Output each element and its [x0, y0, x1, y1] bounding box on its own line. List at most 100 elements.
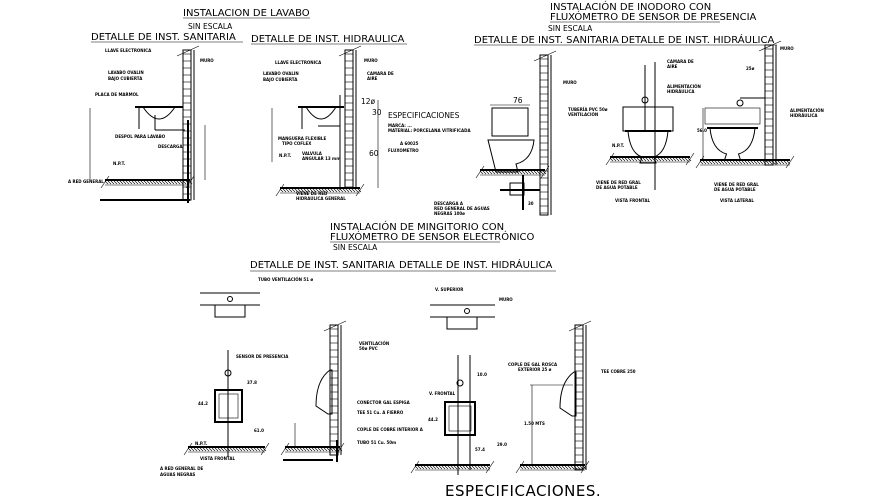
- inodoro-hidraulica-heading: DETALLE DE INST. HIDRÁULICA: [621, 33, 774, 46]
- floor-hatch: [471, 465, 476, 470]
- floor-hatch: [235, 447, 240, 452]
- floor-hatch: [738, 160, 743, 165]
- floor-hatch: [503, 170, 508, 175]
- floor-hatch: [549, 465, 554, 470]
- floor-hatch: [684, 157, 689, 162]
- floor-hatch: [486, 465, 491, 470]
- floor-hatch: [639, 157, 644, 162]
- floor-hatch: [533, 170, 538, 175]
- floor-hatch: [214, 447, 219, 452]
- dimension: 60: [369, 149, 379, 158]
- floor-hatch: [453, 465, 458, 470]
- specs-title: ESPECIFICACIONES: [388, 111, 460, 120]
- floor-hatch: [167, 180, 172, 185]
- floor-hatch: [149, 180, 154, 185]
- floor-hatch: [491, 170, 496, 175]
- urinal: [444, 401, 476, 436]
- floor-hatch: [354, 188, 359, 193]
- floor-hatch: [780, 160, 785, 165]
- floor-hatch: [447, 465, 452, 470]
- floor-hatch: [462, 465, 467, 470]
- floor-hatch: [241, 447, 246, 452]
- floor-hatch: [426, 465, 431, 470]
- label: HIDRÁULICA: [790, 113, 818, 118]
- floor-hatch: [229, 447, 234, 452]
- floor-hatch: [579, 465, 584, 470]
- label: LAVABO OVALIN: [263, 71, 299, 76]
- floor-hatch: [681, 157, 686, 162]
- floor-hatch: [468, 465, 473, 470]
- toilet-tank: [491, 107, 529, 137]
- break-line: [100, 175, 110, 189]
- break-line: [355, 183, 365, 197]
- floor-hatch: [756, 160, 761, 165]
- label: N.P.T.: [195, 441, 208, 446]
- label: AGUAS NEGRAS: [160, 472, 195, 477]
- floor-hatch: [291, 188, 296, 193]
- break-line: [515, 460, 525, 474]
- floor-hatch: [320, 447, 325, 452]
- floor-hatch: [294, 188, 299, 193]
- lavabo-title: INSTALACION DE LAVABO: [183, 8, 310, 19]
- label: VIENE DE RED: [296, 191, 328, 196]
- dimension: 61.0: [254, 428, 264, 433]
- floor-hatch: [345, 188, 350, 193]
- label: BAJO CUBIERTA: [263, 77, 298, 82]
- urinal-side: [315, 369, 333, 415]
- floor-hatch: [642, 157, 647, 162]
- floor-hatch: [521, 170, 526, 175]
- floor-hatch: [311, 447, 316, 452]
- label: COPLE DE COBRE INTERIOR A: [357, 427, 424, 432]
- floor-hatch: [196, 447, 201, 452]
- inodoro-sanitaria-heading: DETALLE DE INST. SANITARIA: [474, 35, 619, 46]
- dimension: 12ø: [361, 97, 376, 106]
- floor-hatch: [244, 447, 249, 452]
- floor-hatch: [158, 180, 163, 185]
- floor-hatch: [570, 465, 575, 470]
- floor-hatch: [336, 188, 341, 193]
- floor-hatch: [164, 180, 169, 185]
- urinal-inner: [448, 405, 472, 432]
- floor-hatch: [482, 170, 487, 175]
- break-line: [685, 152, 695, 166]
- break-line: [410, 460, 420, 474]
- label: LLAVE ELECTRONICA: [275, 60, 322, 65]
- floor-hatch: [250, 447, 255, 452]
- break-line: [695, 155, 705, 169]
- floor-hatch: [435, 465, 440, 470]
- label: PLACA DE MARMOL: [95, 92, 139, 97]
- floor-hatch: [480, 465, 485, 470]
- floor-hatch: [759, 160, 764, 165]
- break-line: [540, 165, 550, 179]
- break-line: [580, 460, 590, 474]
- floor-hatch: [561, 465, 566, 470]
- break-line: [485, 460, 495, 474]
- floor-hatch: [624, 157, 629, 162]
- floor-hatch: [708, 160, 713, 165]
- floor-hatch: [512, 170, 517, 175]
- label: V. SUPERIOR: [435, 287, 463, 292]
- floor-hatch: [321, 188, 326, 193]
- dimension: 10.0: [477, 372, 487, 377]
- floor-hatch: [465, 465, 470, 470]
- label: LAVABO OVALIN: [108, 70, 144, 75]
- floor-hatch: [256, 447, 261, 452]
- floor-hatch: [497, 170, 502, 175]
- floor-hatch: [259, 447, 264, 452]
- floor-hatch: [205, 447, 210, 452]
- floor-hatch: [515, 170, 520, 175]
- floor-hatch: [527, 170, 532, 175]
- floor-hatch: [429, 465, 434, 470]
- floor-hatch: [444, 465, 449, 470]
- label: LLAVE ELECTRONICA: [105, 48, 152, 53]
- label: VENTILACIÓN: [568, 112, 598, 117]
- label: CAMARA DE: [367, 71, 394, 76]
- floor-hatch: [107, 180, 112, 185]
- urinal-plan: [214, 304, 246, 318]
- label: 50ø PVC: [359, 346, 378, 351]
- label: MURO: [364, 58, 378, 63]
- label: VISTA LATERAL: [720, 198, 754, 203]
- floor-hatch: [546, 465, 551, 470]
- wall: [329, 324, 339, 456]
